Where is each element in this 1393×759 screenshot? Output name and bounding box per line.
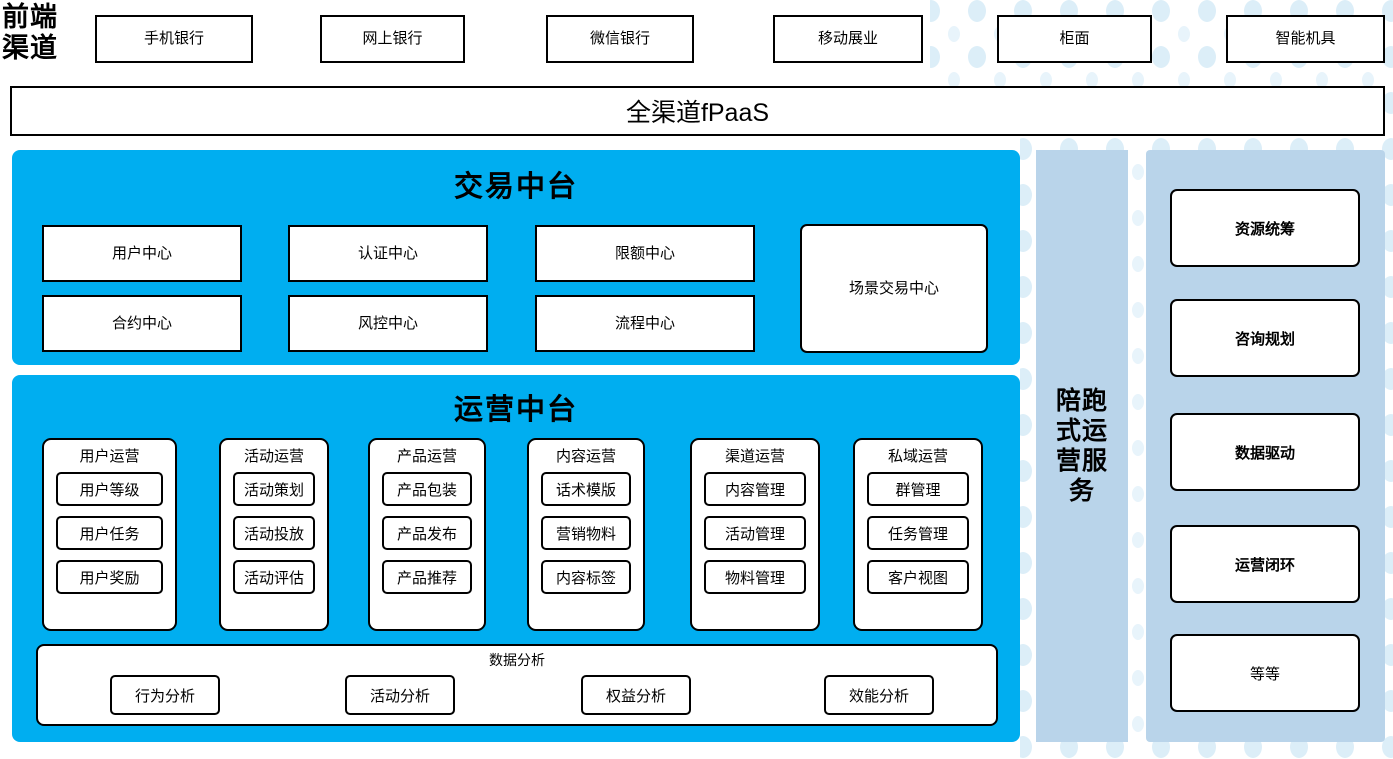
channel-label: 移动展业 <box>817 30 878 48</box>
channel-box-mobile-bank[interactable]: 手机银行 <box>95 15 253 63</box>
ops-column-product-operations[interactable]: 产品运营 产品包装 产品发布 产品推荐 <box>368 438 486 631</box>
ops-column-title: 私域运营 <box>887 448 948 465</box>
ops-item[interactable]: 产品包装 <box>382 472 472 506</box>
trade-card-label: 用户中心 <box>111 244 172 262</box>
ops-item[interactable]: 用户奖励 <box>56 560 163 594</box>
ops-item[interactable]: 活动评估 <box>233 560 315 594</box>
ops-item[interactable]: 内容标签 <box>541 560 631 594</box>
trade-card-label: 场景交易中心 <box>848 279 939 297</box>
data-analysis-item-benefit[interactable]: 权益分析 <box>581 675 691 715</box>
ops-column-user-operations[interactable]: 用户运营 用户等级 用户任务 用户奖励 <box>42 438 177 631</box>
ops-item[interactable]: 群管理 <box>867 472 969 506</box>
ops-column-title: 用户运营 <box>79 448 140 465</box>
channel-label: 手机银行 <box>143 30 204 48</box>
service-line-4: 务 <box>1068 477 1095 505</box>
front-channel-label: 前端 渠道 <box>2 2 84 68</box>
ops-column-private-domain-operations[interactable]: 私域运营 群管理 任务管理 客户视图 <box>853 438 983 631</box>
channel-box-smart-machine[interactable]: 智能机具 <box>1226 15 1385 63</box>
trade-card-label: 合约中心 <box>111 314 172 332</box>
ops-item[interactable]: 话术模版 <box>541 472 631 506</box>
capability-item-operation-closed-loop[interactable]: 运营闭环 <box>1170 525 1360 603</box>
channel-box-counter[interactable]: 柜面 <box>997 15 1152 63</box>
channel-label: 网上银行 <box>362 30 423 48</box>
ops-item[interactable]: 物料管理 <box>704 560 806 594</box>
channel-label: 柜面 <box>1059 30 1090 48</box>
service-line-1: 陪跑 <box>1055 387 1108 415</box>
capability-item-consulting-planning[interactable]: 咨询规划 <box>1170 299 1360 377</box>
channel-box-wechat-bank[interactable]: 微信银行 <box>546 15 694 63</box>
ops-item[interactable]: 产品推荐 <box>382 560 472 594</box>
trade-card-label: 风控中心 <box>357 314 418 332</box>
service-line-2: 式运 <box>1055 417 1108 445</box>
data-analysis-title: 数据分析 <box>489 652 545 668</box>
front-channel-label-line1: 前端 <box>2 2 58 32</box>
capability-item-etc[interactable]: 等等 <box>1170 634 1360 712</box>
channel-box-online-bank[interactable]: 网上银行 <box>320 15 465 63</box>
data-analysis-item-campaign[interactable]: 活动分析 <box>345 675 455 715</box>
ops-item[interactable]: 活动管理 <box>704 516 806 550</box>
accompanying-operation-service-column: 陪跑 式运 营服 务 <box>1036 150 1128 742</box>
trade-card-scenario-trade-center[interactable]: 场景交易中心 <box>800 224 988 353</box>
ops-column-title: 内容运营 <box>555 448 616 465</box>
trade-card-limit-center[interactable]: 限额中心 <box>535 225 755 282</box>
trade-card-label: 认证中心 <box>357 244 418 262</box>
data-analysis-item-behavior[interactable]: 行为分析 <box>110 675 220 715</box>
ops-column-title: 产品运营 <box>396 448 457 465</box>
trade-card-process-center[interactable]: 流程中心 <box>535 295 755 352</box>
ops-column-content-operations[interactable]: 内容运营 话术模版 营销物料 内容标签 <box>527 438 645 631</box>
omnichannel-fpaas-bar[interactable]: 全渠道fPaaS <box>10 86 1385 136</box>
ops-item[interactable]: 客户视图 <box>867 560 969 594</box>
trade-center-title: 交易中台 <box>453 171 578 203</box>
front-channel-label-line2: 渠道 <box>2 33 58 63</box>
trade-card-label: 流程中心 <box>614 314 675 332</box>
service-line-3: 营服 <box>1055 447 1108 475</box>
ops-item[interactable]: 用户等级 <box>56 472 163 506</box>
fpaas-label: 全渠道fPaaS <box>625 99 770 127</box>
ops-item[interactable]: 任务管理 <box>867 516 969 550</box>
service-column-text: 陪跑 式运 营服 务 <box>1052 386 1112 506</box>
ops-item[interactable]: 活动投放 <box>233 516 315 550</box>
ops-item[interactable]: 活动策划 <box>233 472 315 506</box>
trade-card-user-center[interactable]: 用户中心 <box>42 225 242 282</box>
data-analysis-item-efficiency[interactable]: 效能分析 <box>824 675 934 715</box>
ops-center-title: 运营中台 <box>453 394 578 426</box>
channel-label: 智能机具 <box>1275 30 1336 48</box>
capability-item-data-driven[interactable]: 数据驱动 <box>1170 413 1360 491</box>
channel-box-mobile-field[interactable]: 移动展业 <box>773 15 923 63</box>
ops-column-campaign-operations[interactable]: 活动运营 活动策划 活动投放 活动评估 <box>219 438 329 631</box>
ops-column-title: 活动运营 <box>243 448 304 465</box>
ops-item[interactable]: 内容管理 <box>704 472 806 506</box>
trade-card-label: 限额中心 <box>614 244 675 262</box>
capability-item-resource-coordination[interactable]: 资源统筹 <box>1170 189 1360 267</box>
ops-item[interactable]: 营销物料 <box>541 516 631 550</box>
trade-card-risk-center[interactable]: 风控中心 <box>288 295 488 352</box>
ops-column-title: 渠道运营 <box>724 448 785 465</box>
trade-card-contract-center[interactable]: 合约中心 <box>42 295 242 352</box>
ops-item[interactable]: 产品发布 <box>382 516 472 550</box>
ops-item[interactable]: 用户任务 <box>56 516 163 550</box>
ops-column-channel-operations[interactable]: 渠道运营 内容管理 活动管理 物料管理 <box>690 438 820 631</box>
data-analysis-section: 数据分析 行为分析 活动分析 权益分析 效能分析 <box>36 644 998 726</box>
channel-label: 微信银行 <box>589 30 650 48</box>
capability-panel: 资源统筹 咨询规划 数据驱动 运营闭环 等等 <box>1146 150 1385 742</box>
trade-card-auth-center[interactable]: 认证中心 <box>288 225 488 282</box>
